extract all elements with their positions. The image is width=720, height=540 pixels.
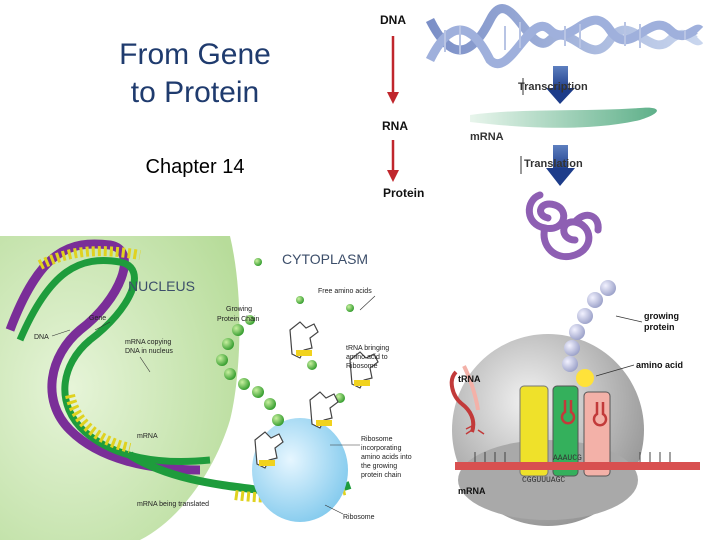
trna-loops xyxy=(560,400,608,427)
growing-protein-chain xyxy=(216,315,284,426)
label-ribosome: Ribosome xyxy=(343,514,375,521)
label-ribosome-incorporating-5: protein chain xyxy=(361,472,401,479)
label-amino-acid: amino acid xyxy=(636,360,683,370)
label-ribosome-incorporating-2: incorporating xyxy=(361,445,402,452)
label-trna-bringing-3: Ribosome xyxy=(346,363,378,370)
label-ribosome-incorporating-4: the growing xyxy=(361,463,397,470)
dna-helix-illustration xyxy=(425,4,704,68)
label-growing-protein-1: growing xyxy=(644,311,679,321)
label-mrna-being-translated: mRNA being translated xyxy=(137,501,209,508)
transcription-arrow-shaft xyxy=(553,66,568,90)
mrna-ticks xyxy=(474,452,671,462)
flow-label-protein: Protein xyxy=(383,186,424,200)
label-ribosome-incorporating-3: amino acids into xyxy=(361,454,412,461)
label-mrna-copying-2: DNA in nucleus xyxy=(125,348,173,355)
incoming-trna xyxy=(449,365,485,435)
label-cytoplasm: CYTOPLASM xyxy=(282,251,368,267)
dna-bases-bottom xyxy=(65,393,132,453)
label-dna: DNA xyxy=(34,334,49,341)
slide-subtitle: Chapter 14 xyxy=(145,156,245,178)
title-line-2: to Protein xyxy=(130,76,260,109)
mrna-ribbon-illustration xyxy=(470,107,657,128)
label-mrna-right: mRNA xyxy=(458,486,486,496)
label-gene: Gene xyxy=(89,315,106,322)
label-nucleus: NUCLEUS xyxy=(128,278,195,294)
trna-molecules xyxy=(254,321,379,469)
translation-arrow-head xyxy=(546,168,575,186)
translation-arrow-shaft xyxy=(553,145,568,171)
mrna-strand-right xyxy=(455,462,700,470)
flow-label-transcription: Transcription xyxy=(518,81,588,93)
codon-bottom: CGGUUUAGC xyxy=(522,476,565,485)
label-mrna: mRNA xyxy=(137,433,158,440)
protein-chain-beads xyxy=(562,280,616,387)
flow-label-translation: Translation xyxy=(524,158,583,170)
trna-site-e xyxy=(519,385,549,477)
trna-anticodons xyxy=(259,350,370,466)
label-free-amino-acids: Free amino acids xyxy=(318,288,372,295)
dna-bases-top xyxy=(37,246,141,270)
arrow-head-2 xyxy=(387,170,399,182)
flow-label-mrna: mRNA xyxy=(470,131,504,143)
dna-strand-purple xyxy=(5,239,201,475)
leader-lines xyxy=(51,295,376,515)
label-trna-bringing-1: tRNA bringing xyxy=(346,345,389,352)
slide-title: From Gene to Protein xyxy=(60,36,330,112)
label-ribosome-incorporating-1: Ribosome xyxy=(361,436,393,443)
label-growing-chain-2: Protein Chain xyxy=(217,316,260,323)
codon-top: AAAUCG xyxy=(553,454,582,463)
title-line-1: From Gene xyxy=(119,38,271,71)
free-amino-acids xyxy=(254,258,354,403)
transcription-arrow-head xyxy=(546,88,575,104)
flow-label-dna: DNA xyxy=(380,13,406,27)
label-growing-protein-2: protein xyxy=(644,322,675,332)
label-growing-chain-1: Growing xyxy=(226,306,252,313)
flow-label-rna: RNA xyxy=(382,119,408,133)
dna-strand-green xyxy=(16,256,211,465)
ribosome-leader-lines xyxy=(595,315,643,377)
label-trna: tRNA xyxy=(458,374,481,384)
label-trna-bringing-2: amino acid to xyxy=(346,354,388,361)
folded-protein-illustration xyxy=(525,191,602,261)
arrow-head-1 xyxy=(387,92,399,104)
label-mrna-copying-1: mRNA copying xyxy=(125,339,171,346)
